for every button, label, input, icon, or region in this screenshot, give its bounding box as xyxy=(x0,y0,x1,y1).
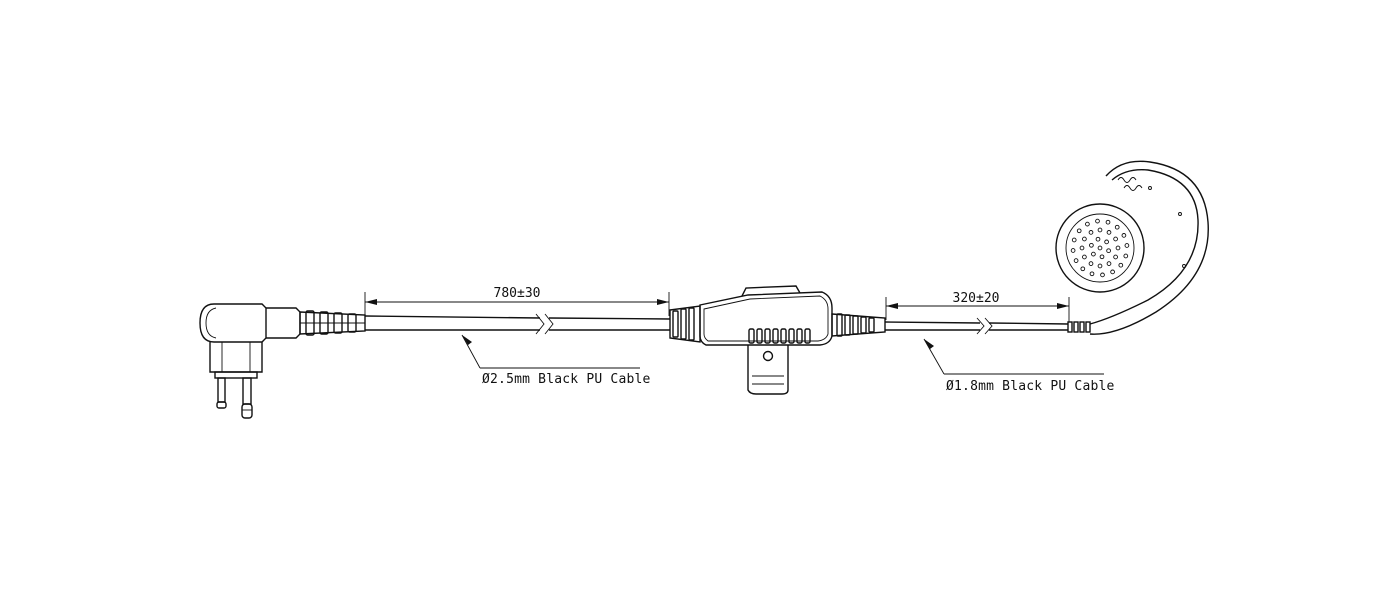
speaker-hole xyxy=(1124,243,1130,248)
speaker-hole xyxy=(1085,221,1090,227)
inline-ptt-unit xyxy=(669,285,886,395)
speaker-hole xyxy=(1097,227,1103,233)
speaker-hole xyxy=(1082,236,1087,242)
speaker-hole xyxy=(1106,230,1112,235)
speaker-disc xyxy=(1055,203,1145,293)
main-cable xyxy=(364,313,671,335)
speaker-hole xyxy=(1088,261,1094,266)
speaker-hole xyxy=(1076,228,1082,234)
speaker-hole xyxy=(1095,218,1100,224)
speaker-hole xyxy=(1073,258,1079,263)
speaker-hole xyxy=(1118,262,1124,268)
speaker-hole xyxy=(1080,266,1086,272)
speaker-hole xyxy=(1110,269,1115,275)
speaker-hole xyxy=(1106,248,1111,254)
speaker-hole xyxy=(1106,261,1112,266)
speaker-hole xyxy=(1089,271,1095,277)
speaker-hole xyxy=(1099,254,1105,260)
speaker-hole xyxy=(1082,254,1087,260)
earpiece-cable-spec-label: Ø1.8mm Black PU Cable xyxy=(946,379,1115,394)
speaker-hole xyxy=(1104,239,1109,245)
speaker-hole xyxy=(1105,219,1111,225)
main-cable-spec-label: Ø2.5mm Black PU Cable xyxy=(482,372,651,387)
speaker-hole xyxy=(1089,242,1094,248)
main-cable-dimension: 780±30 xyxy=(364,286,670,316)
earpiece-cable xyxy=(884,317,1069,335)
main-cable-length-label: 780±30 xyxy=(494,286,541,301)
earpiece-cable-dimension: 320±20 xyxy=(885,291,1070,322)
earhook-earpiece xyxy=(1055,160,1209,335)
speaker-hole xyxy=(1121,233,1127,238)
speaker-hole xyxy=(1097,263,1103,269)
main-cable-callout: Ø2.5mm Black PU Cable xyxy=(461,334,651,387)
speaker-hole xyxy=(1123,253,1129,259)
speaker-hole xyxy=(1079,245,1085,251)
speaker-hole xyxy=(1113,254,1118,260)
earpiece-cable-callout: Ø1.8mm Black PU Cable xyxy=(923,338,1115,394)
speaker-hole xyxy=(1088,230,1094,235)
two-pin-plug-connector xyxy=(199,303,366,419)
speaker-hole xyxy=(1113,236,1118,242)
speaker-hole xyxy=(1097,245,1103,251)
speaker-grille xyxy=(1070,218,1130,278)
speaker-hole xyxy=(1095,236,1101,242)
speaker-hole xyxy=(1071,237,1077,243)
speaker-hole xyxy=(1114,224,1120,230)
earpiece-cable-length-label: 320±20 xyxy=(953,291,1000,306)
speaker-hole xyxy=(1100,272,1105,278)
speaker-hole xyxy=(1115,245,1121,251)
speaker-hole xyxy=(1070,248,1076,253)
speaker-hole xyxy=(1091,251,1096,257)
